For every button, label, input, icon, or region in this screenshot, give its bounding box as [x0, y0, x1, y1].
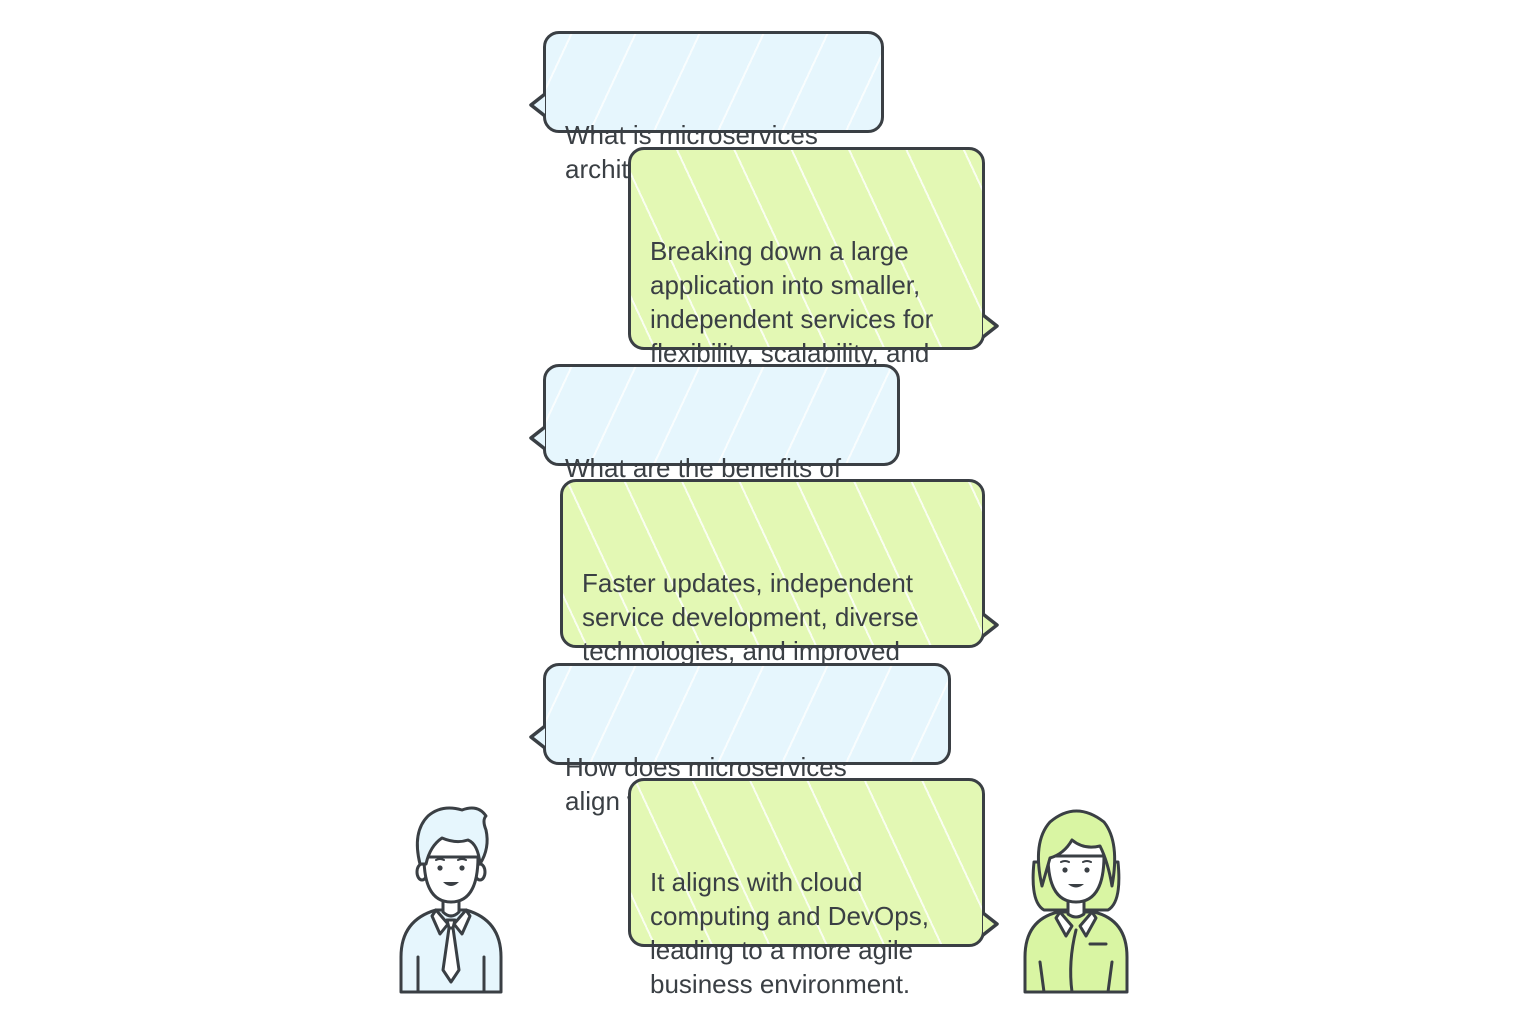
bubble-tail-left — [529, 425, 547, 451]
bubble-tail-right — [981, 313, 999, 339]
chat-bubble-question: What is microservices architecture? — [529, 31, 884, 184]
chat-bubble-question: What are the benefits of microservices? — [529, 364, 900, 517]
bubble-tail-right — [981, 612, 999, 638]
chat-bubble-answer: Faster updates, independent service deve… — [560, 479, 999, 700]
answer-text: It aligns with cloud computing and DevOp… — [650, 867, 929, 999]
chat-bubble-answer: It aligns with cloud computing and DevOp… — [628, 778, 999, 999]
chat-bubble-question: How does microservices align with modern… — [529, 663, 951, 816]
bubble-tail-left — [529, 724, 547, 750]
chat-bubble-answer: Breaking down a large application into s… — [628, 147, 999, 402]
bubble-tail-left — [529, 92, 547, 118]
woman-avatar-icon — [1023, 809, 1129, 994]
bubble-tail-right — [981, 911, 999, 937]
man-avatar-icon — [399, 806, 503, 994]
